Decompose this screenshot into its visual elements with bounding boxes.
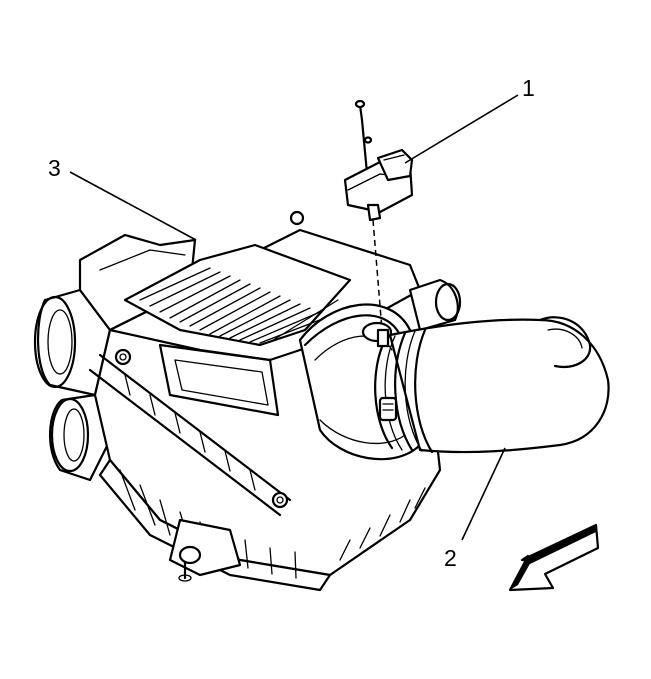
bolt-icon	[289, 210, 305, 226]
bolt-icon	[114, 348, 132, 366]
bolt-icon	[271, 491, 289, 509]
clamp-rail-teeth	[124, 374, 256, 491]
direction-arrow-icon	[508, 523, 600, 592]
air-inlet-duct	[374, 316, 610, 454]
callout-2-leader	[461, 447, 506, 541]
callout-3-leader	[69, 171, 197, 241]
callout-1-label: 1	[522, 75, 535, 101]
callout-3-label: 3	[48, 155, 61, 181]
mount-grommet-icon	[178, 545, 202, 565]
mass-air-flow-sensor	[343, 99, 414, 348]
air-cleaner-housing	[33, 210, 462, 592]
housing-side-ribs	[339, 487, 426, 561]
clamp-screw-icon	[378, 396, 398, 422]
callout-1-leader	[404, 94, 519, 164]
callout-2-label: 2	[444, 545, 457, 571]
